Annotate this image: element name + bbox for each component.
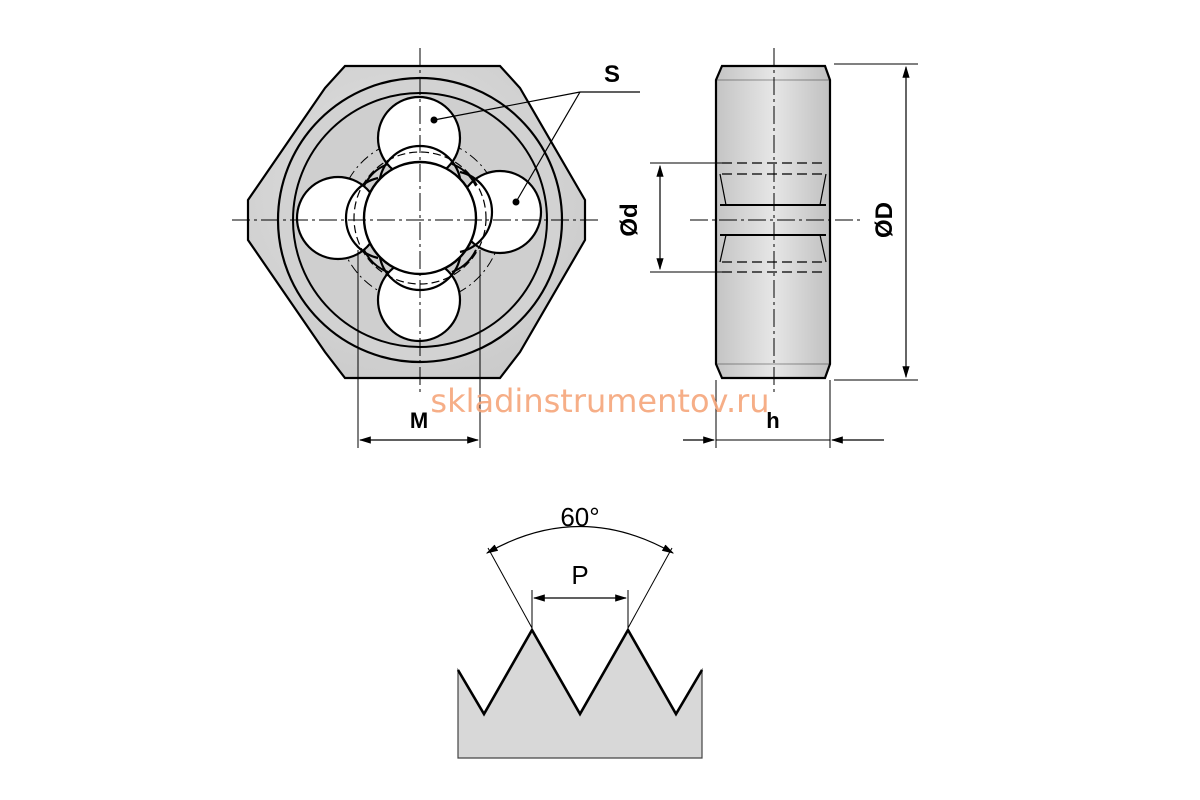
- side-view: Ød ØD h: [616, 48, 918, 448]
- label-d: Ød: [616, 203, 643, 236]
- watermark: skladinstrumentov.ru: [430, 382, 769, 420]
- label-angle: 60°: [560, 502, 599, 532]
- thread-profile: 60° P: [456, 502, 704, 759]
- label-pitch: P: [571, 560, 588, 590]
- side-body: [714, 64, 832, 380]
- angle-arc: [485, 526, 675, 554]
- label-s: S: [604, 61, 620, 88]
- front-view: M S: [232, 48, 640, 448]
- label-big-d: ØD: [871, 202, 898, 238]
- label-m: M: [410, 408, 428, 433]
- label-h: h: [766, 408, 779, 433]
